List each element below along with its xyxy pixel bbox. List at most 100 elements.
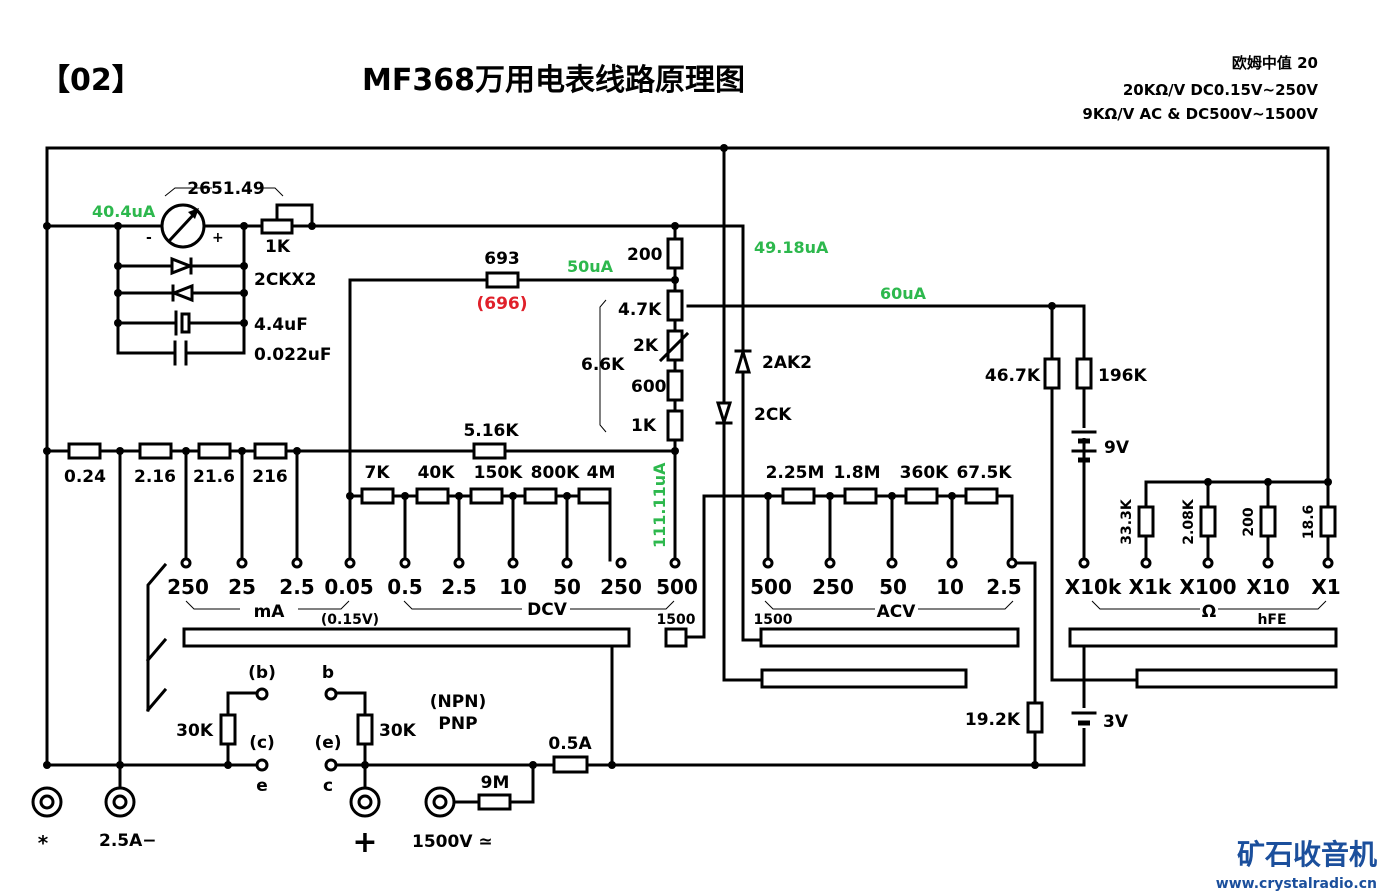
diode-2ck-icon xyxy=(715,401,733,427)
socket-e-left[interactable] xyxy=(255,758,269,772)
current-111ua: 111.11uA xyxy=(650,462,669,548)
dcv-resistor-label: 7K xyxy=(364,463,390,483)
ohm-resistor-label: 2.08K xyxy=(1181,498,1197,545)
range-dcv[interactable]: 50 xyxy=(553,575,581,599)
wires xyxy=(45,146,1330,804)
range-ohm[interactable]: X10k xyxy=(1065,575,1122,599)
shunt-label: 2.16 xyxy=(134,467,176,487)
r30k-left-label: 30K xyxy=(176,721,214,741)
spec-line-3: 9KΩ/V AC & DC500V~1500V xyxy=(1082,105,1318,123)
resistor-200 xyxy=(666,237,684,270)
range-acv[interactable]: 50 xyxy=(879,575,907,599)
range-ohm[interactable]: X1k xyxy=(1129,575,1172,599)
socket-c-right[interactable] xyxy=(324,758,338,772)
brand-logo: 矿石收音机 xyxy=(1237,838,1377,871)
group-bracket xyxy=(599,299,607,433)
jack-2-5a[interactable] xyxy=(104,786,136,818)
ma-bracket xyxy=(185,600,350,610)
dcv-resistor xyxy=(415,487,450,505)
ohm-resistor-label: 33.3K xyxy=(1119,498,1135,545)
battery-3v-label: 3V xyxy=(1103,712,1129,732)
acv-resistor-label: 2.25M xyxy=(766,463,825,483)
resistor-4-7k xyxy=(666,289,684,322)
fuse-0-5a-icon xyxy=(552,755,589,774)
r1k-label: 1K xyxy=(631,416,657,436)
r19-2k-label: 19.2K xyxy=(965,710,1021,730)
r200-label: 200 xyxy=(627,245,663,265)
switch-bar-1500 xyxy=(664,627,688,648)
group-6-6k-label: 6.6K xyxy=(581,355,625,375)
shunt-label: 0.24 xyxy=(64,467,106,487)
range-acv[interactable]: 10 xyxy=(936,575,964,599)
range-dcv[interactable]: 500 xyxy=(656,575,698,599)
pin-c-label: c xyxy=(323,776,333,796)
resistor-693 xyxy=(485,271,520,289)
pin-e-label: e xyxy=(256,776,268,796)
range-ma-2-5[interactable]: 2.5 xyxy=(279,575,314,599)
ohm-resistor xyxy=(1137,505,1155,538)
r693-alt-label: (696) xyxy=(476,294,527,314)
range-ohm[interactable]: X10 xyxy=(1246,575,1289,599)
resistor-9m xyxy=(477,793,512,811)
ohm-resistor-label: 200 xyxy=(1241,507,1257,536)
battery-3v-icon xyxy=(1070,708,1098,728)
acv-1500-label: 1500 xyxy=(754,612,793,628)
diagram-number: 【02】 xyxy=(40,63,142,98)
ohm-label: Ω xyxy=(1202,602,1216,622)
shunt-resistor xyxy=(138,442,173,460)
diode-2ak2-label: 2AK2 xyxy=(762,353,812,373)
current-50ua: 50uA xyxy=(567,257,614,276)
acv-resistor xyxy=(964,487,999,505)
jack-hv-label: 1500V ≃ xyxy=(412,832,493,852)
pin-e-npn-label: (e) xyxy=(314,733,341,753)
range-ma-0-05[interactable]: 0.05 xyxy=(324,575,373,599)
resistor-30k-right xyxy=(356,713,374,746)
jack-plus-label: + xyxy=(352,825,377,860)
range-acv[interactable]: 250 xyxy=(812,575,854,599)
acv-resistor xyxy=(843,487,878,505)
brand-url[interactable]: www.crystalradio.cn xyxy=(1216,876,1377,892)
resistor-5-16k xyxy=(472,442,507,460)
socket-b-npn[interactable] xyxy=(255,687,269,701)
range-dcv[interactable]: 250 xyxy=(600,575,642,599)
range-dcv[interactable]: 2.5 xyxy=(441,575,476,599)
resistor-1k xyxy=(666,409,684,442)
acv-resistor-label: 1.8M xyxy=(833,463,880,483)
range-acv[interactable]: 500 xyxy=(750,575,792,599)
dcv-1500-label: 1500 xyxy=(657,612,696,628)
jack-common[interactable] xyxy=(31,786,63,818)
diode-label: 2CKX2 xyxy=(254,270,316,290)
jack-plus[interactable] xyxy=(349,786,381,818)
fuse-label: 0.5A xyxy=(548,734,592,754)
meter-current-label: 40.4uA xyxy=(92,202,156,221)
range-ma-250[interactable]: 250 xyxy=(167,575,209,599)
resistor-46-7k xyxy=(1043,357,1061,390)
r2k-label: 2K xyxy=(633,336,659,356)
r693-label: 693 xyxy=(484,249,520,269)
dcv-resistor xyxy=(577,487,612,505)
cap2-label: 0.022uF xyxy=(254,345,332,365)
current-49ua: 49.18uA xyxy=(754,238,829,257)
hfe-label: hFE xyxy=(1257,612,1286,628)
range-terminals[interactable] xyxy=(180,557,1334,569)
dcv-resistor-label: 150K xyxy=(474,463,523,483)
switch-bar-ma-dcv xyxy=(182,627,631,648)
range-ohm[interactable]: X100 xyxy=(1179,575,1236,599)
jack-1500v[interactable] xyxy=(424,786,456,818)
pot-label: 1K xyxy=(265,237,291,257)
range-ma-25[interactable]: 25 xyxy=(228,575,256,599)
range-dcv[interactable]: 0.5 xyxy=(387,575,422,599)
dcv-resistor xyxy=(469,487,504,505)
range-dcv[interactable]: 10 xyxy=(499,575,527,599)
diode-icon xyxy=(169,283,194,303)
npn-label: (NPN) xyxy=(430,692,486,712)
dcv-resistor xyxy=(360,487,395,505)
shunt-label: 216 xyxy=(252,467,288,487)
range-acv[interactable]: 2.5 xyxy=(986,575,1021,599)
range-ohm[interactable]: X1 xyxy=(1311,575,1340,599)
socket-b-pnp[interactable] xyxy=(324,687,338,701)
resistor-19-2k xyxy=(1026,701,1044,734)
diode-2ck-label: 2CK xyxy=(754,405,792,425)
junction-dots xyxy=(43,144,1332,769)
